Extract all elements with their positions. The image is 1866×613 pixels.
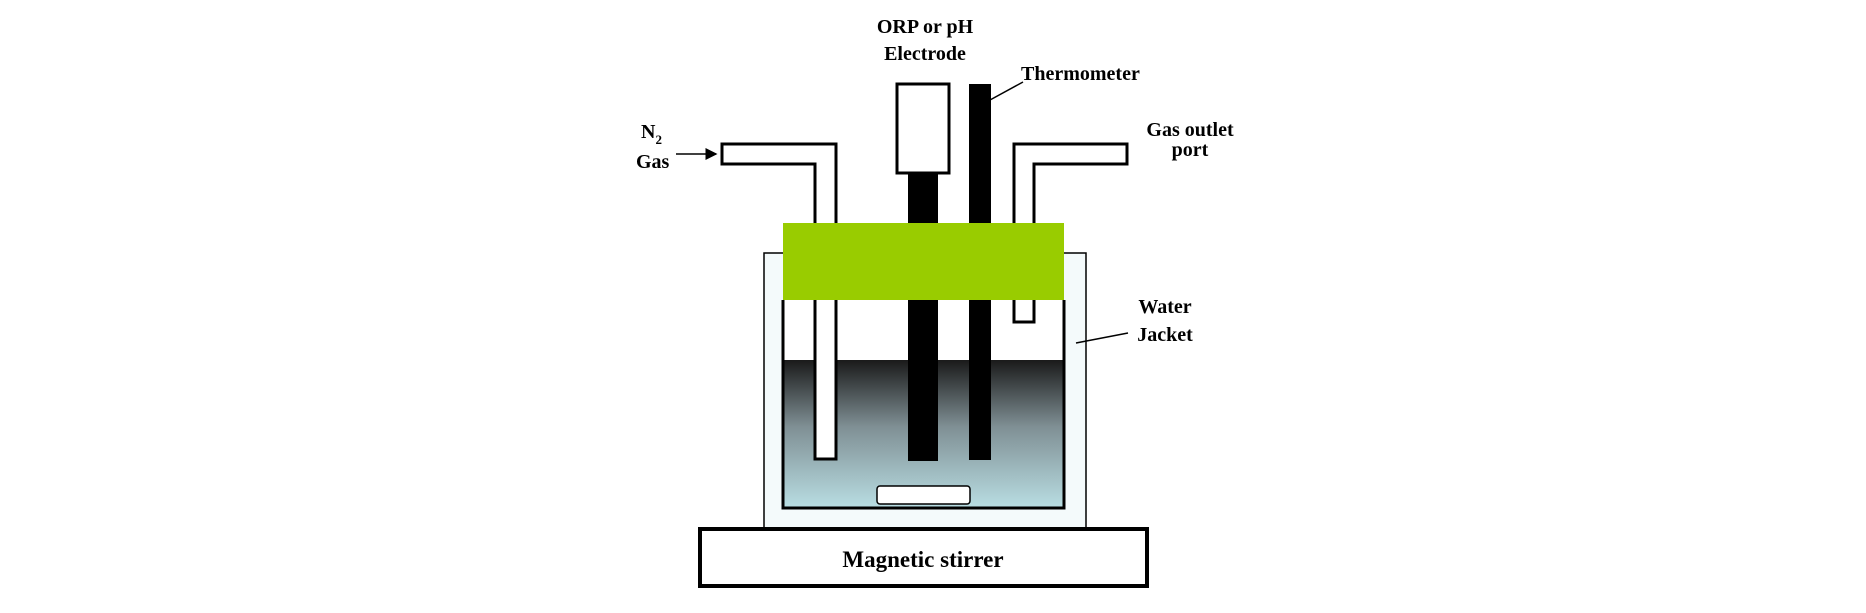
gas-outlet-label-line1: Gas outlet	[1146, 119, 1234, 141]
gas-inlet-tube	[720, 142, 838, 461]
reactor-lid	[783, 223, 1064, 300]
gas-label: Gas	[636, 151, 670, 173]
stir-bar	[876, 485, 971, 505]
thermometer-leader-line	[989, 81, 1024, 101]
vessel-wall	[781, 300, 1066, 510]
n2-label: N2	[641, 121, 662, 147]
electrode-label-line2: Electrode	[884, 43, 966, 65]
water-label: Water	[1138, 296, 1191, 318]
thermometer-label: Thermometer	[1021, 63, 1140, 85]
gas-outlet-tube	[1012, 142, 1129, 324]
magnetic-stirrer	[698, 527, 1149, 588]
electrode-rod	[908, 173, 938, 461]
gas-outlet-label-line2: port	[1172, 139, 1209, 161]
stirrer-label: Magnetic stirrer	[842, 547, 1003, 572]
jacket-label: Jacket	[1137, 324, 1193, 346]
electrode-head	[895, 82, 951, 175]
electrode-label-line1: ORP or pH	[877, 16, 974, 38]
jacket-leader-line	[1075, 332, 1129, 344]
